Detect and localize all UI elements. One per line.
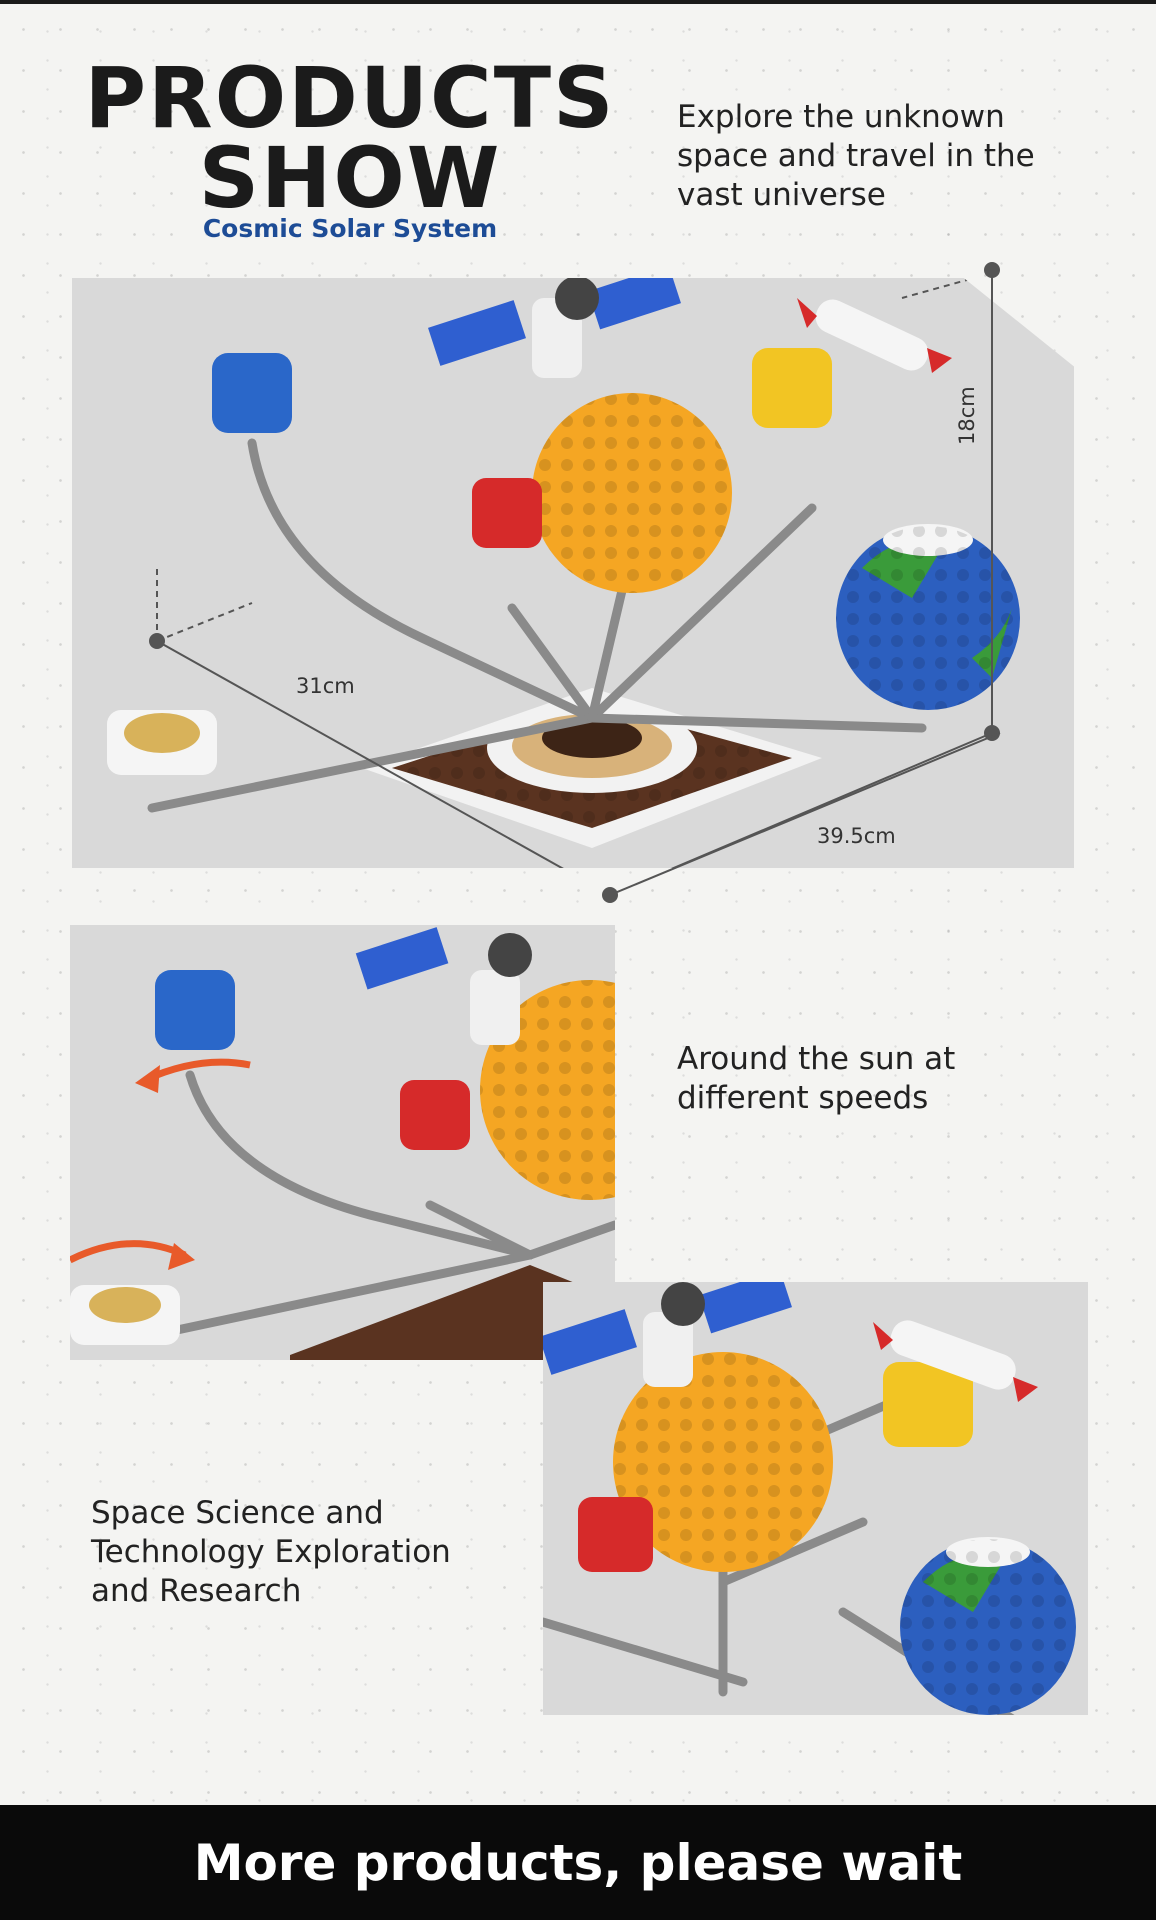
dimension-marker-front	[602, 887, 618, 903]
red-planet	[472, 478, 542, 548]
closeup-panel	[543, 1282, 1088, 1715]
footer-banner: More products, please wait	[0, 1805, 1156, 1920]
red-planet	[400, 1080, 470, 1150]
tagline-line-1: Explore the unknown	[677, 99, 1005, 135]
dimension-height-label: 18cm	[955, 386, 979, 445]
footer-text: More products, please wait	[193, 1833, 963, 1892]
product-overview-panel	[72, 278, 1074, 868]
tagline-line-3: vast universe	[677, 177, 886, 213]
satellite	[543, 1282, 792, 1387]
satellite	[355, 927, 532, 1045]
blue-planet	[155, 970, 235, 1050]
blue-planet	[212, 353, 292, 433]
rotation-arrow-right-icon	[70, 1240, 187, 1264]
rocket	[873, 1320, 1038, 1402]
orbit-arms	[147, 438, 927, 813]
title-line-1: PRODUCTS	[84, 49, 616, 147]
rotation-illustration	[70, 927, 615, 1360]
red-planet	[578, 1497, 653, 1572]
closeup-illustration	[543, 1282, 1076, 1715]
rotation-detail-panel	[70, 925, 615, 1360]
dimension-width-label: 31cm	[296, 674, 355, 698]
yellow-planet	[883, 1362, 973, 1447]
dimension-marker-top	[984, 262, 1000, 278]
page-title: PRODUCTS SHOW	[70, 49, 630, 227]
product-subtitle: Cosmic Solar System	[202, 214, 498, 243]
top-rule	[0, 0, 1156, 4]
feature-research-line-1: Space Science and	[91, 1495, 384, 1531]
tagline-line-2: space and travel in the	[677, 138, 1035, 174]
rocket	[797, 298, 952, 373]
solar-system-model-illustration	[107, 278, 1020, 868]
feature-research-line-2: Technology Exploration	[91, 1534, 451, 1570]
feature-science-research: Space Science and Technology Exploration…	[91, 1494, 511, 1611]
feature-orbit-speeds: Around the sun at different speeds	[677, 1040, 1097, 1118]
satellite	[428, 278, 681, 378]
feature-speeds-line-1: Around the sun at	[677, 1041, 956, 1077]
dimension-depth-label: 39.5cm	[817, 824, 896, 848]
intro-tagline: Explore the unknown space and travel in …	[677, 98, 1097, 215]
yellow-planet	[752, 348, 832, 428]
title-line-2: SHOW	[198, 129, 502, 227]
feature-speeds-line-2: different speeds	[677, 1080, 929, 1116]
feature-research-line-3: and Research	[91, 1573, 302, 1609]
rotation-arrow-left-icon	[143, 1058, 251, 1084]
model-base	[362, 688, 822, 848]
